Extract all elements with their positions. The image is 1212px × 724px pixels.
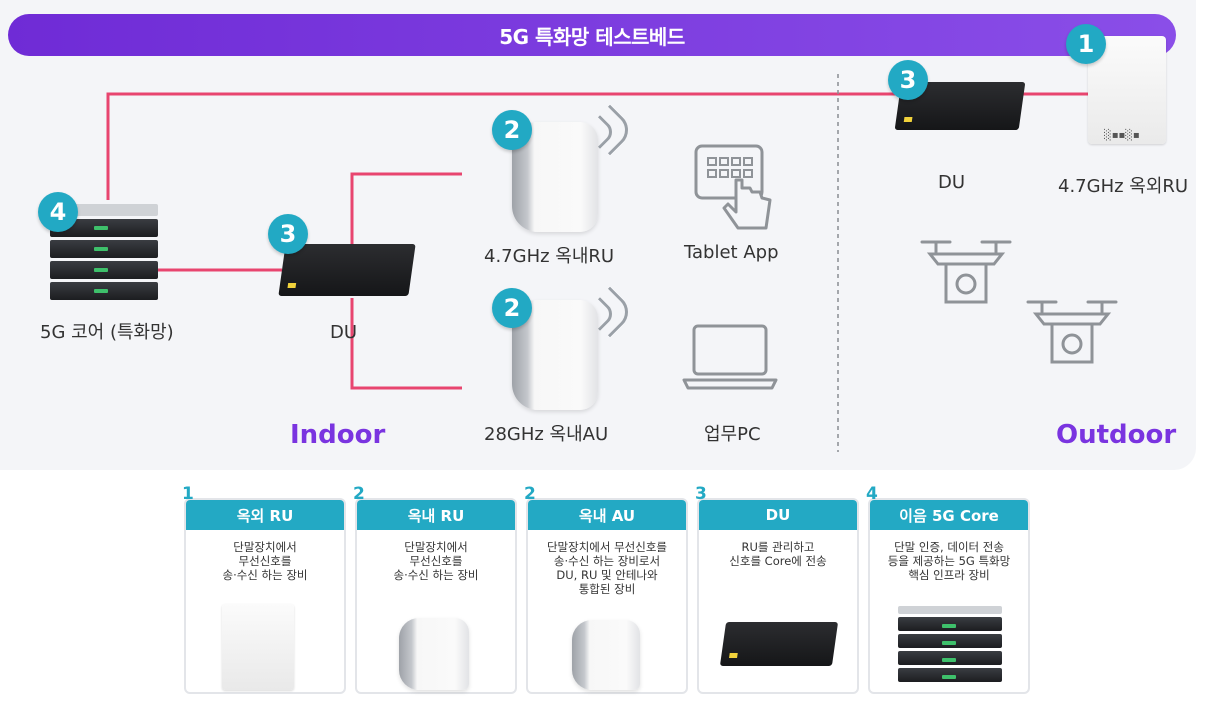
label-ru-indoor: 4.7GHz 옥내RU [484, 246, 615, 267]
drone-icon [920, 240, 1012, 304]
ru-plate: ░▪▪░▪ [1104, 130, 1140, 141]
card-title: 옥외 RU [186, 500, 344, 530]
label-du-indoor: DU [330, 322, 358, 343]
badge-ru-outdoor: 1 [1066, 24, 1106, 64]
card-title: DU [699, 500, 857, 530]
card-description: 단말장치에서 무선신호를 송·수신 하는 장비 [393, 540, 479, 582]
label-au-indoor: 28GHz 옥내AU [484, 424, 609, 445]
zone-outdoor: Outdoor [1056, 420, 1177, 450]
card-title: 이음 5G Core [870, 500, 1028, 530]
du-to-ru-link [350, 172, 462, 244]
badge-au-indoor: 2 [492, 288, 532, 328]
card-number: 3 [695, 484, 707, 504]
connection-lines [106, 74, 1090, 452]
label-pc: 업무PC [704, 424, 761, 445]
card-image [719, 622, 839, 666]
du-indoor-image [278, 244, 416, 296]
card-title: 옥내 RU [357, 500, 515, 530]
badge-du-outdoor: 3 [888, 60, 928, 100]
badge-du-indoor: 3 [268, 214, 308, 254]
card-description: 단말 인증, 데이터 전송 등을 제공하는 5G 특화망 핵심 인프라 장비 [887, 540, 1011, 582]
card-description: RU를 관리하고 신호를 Core에 전송 [729, 540, 827, 568]
card-description: 단말장치에서 무선신호를 송·수신 하는 장비로서 DU, RU 및 안테나와 … [546, 540, 668, 596]
card-image [399, 618, 469, 690]
legend-card-du: DU 3 RU를 관리하고 신호를 Core에 전송 [695, 484, 859, 694]
diagram-panel [0, 0, 1196, 470]
banner-title: 5G 특화망 테스트베드 [499, 24, 685, 49]
label-tablet: Tablet App [684, 242, 779, 263]
core-to-outdoor-link [106, 92, 1090, 200]
legend-card-outdoor-ru: 옥외 RU 1 단말장치에서 무선신호를 송·수신 하는 장비 [182, 484, 346, 694]
drone-icon [1026, 300, 1118, 364]
card-image [572, 620, 640, 690]
label-ru-outdoor: 4.7GHz 옥외RU [1058, 176, 1189, 197]
laptop-icon [682, 324, 778, 390]
card-title: 옥내 AU [528, 500, 686, 530]
card-number: 4 [866, 484, 878, 504]
card-number: 1 [182, 484, 194, 504]
du-to-au-link [350, 298, 462, 390]
card-image [222, 604, 294, 690]
zone-indoor: Indoor [290, 420, 386, 450]
card-number: 2 [524, 484, 536, 504]
label-core: 5G 코어 (특화망) [40, 322, 174, 343]
legend-card-core: 이음 5G Core 4 단말 인증, 데이터 전송 등을 제공하는 5G 특화… [866, 484, 1030, 694]
legend-card-indoor-au: 옥내 AU 2 단말장치에서 무선신호를 송·수신 하는 장비로서 DU, RU… [524, 484, 688, 694]
card-image [898, 606, 1002, 690]
tablet-icon [694, 144, 772, 230]
badge-ru-indoor: 2 [492, 110, 532, 150]
card-description: 단말장치에서 무선신호를 송·수신 하는 장비 [222, 540, 308, 582]
legend-card-indoor-ru: 옥내 RU 2 단말장치에서 무선신호를 송·수신 하는 장비 [353, 484, 517, 694]
badge-core: 4 [38, 192, 78, 232]
label-du-outdoor: DU [938, 172, 966, 193]
card-number: 2 [353, 484, 365, 504]
title-banner: 5G 특화망 테스트베드 [8, 14, 1176, 56]
